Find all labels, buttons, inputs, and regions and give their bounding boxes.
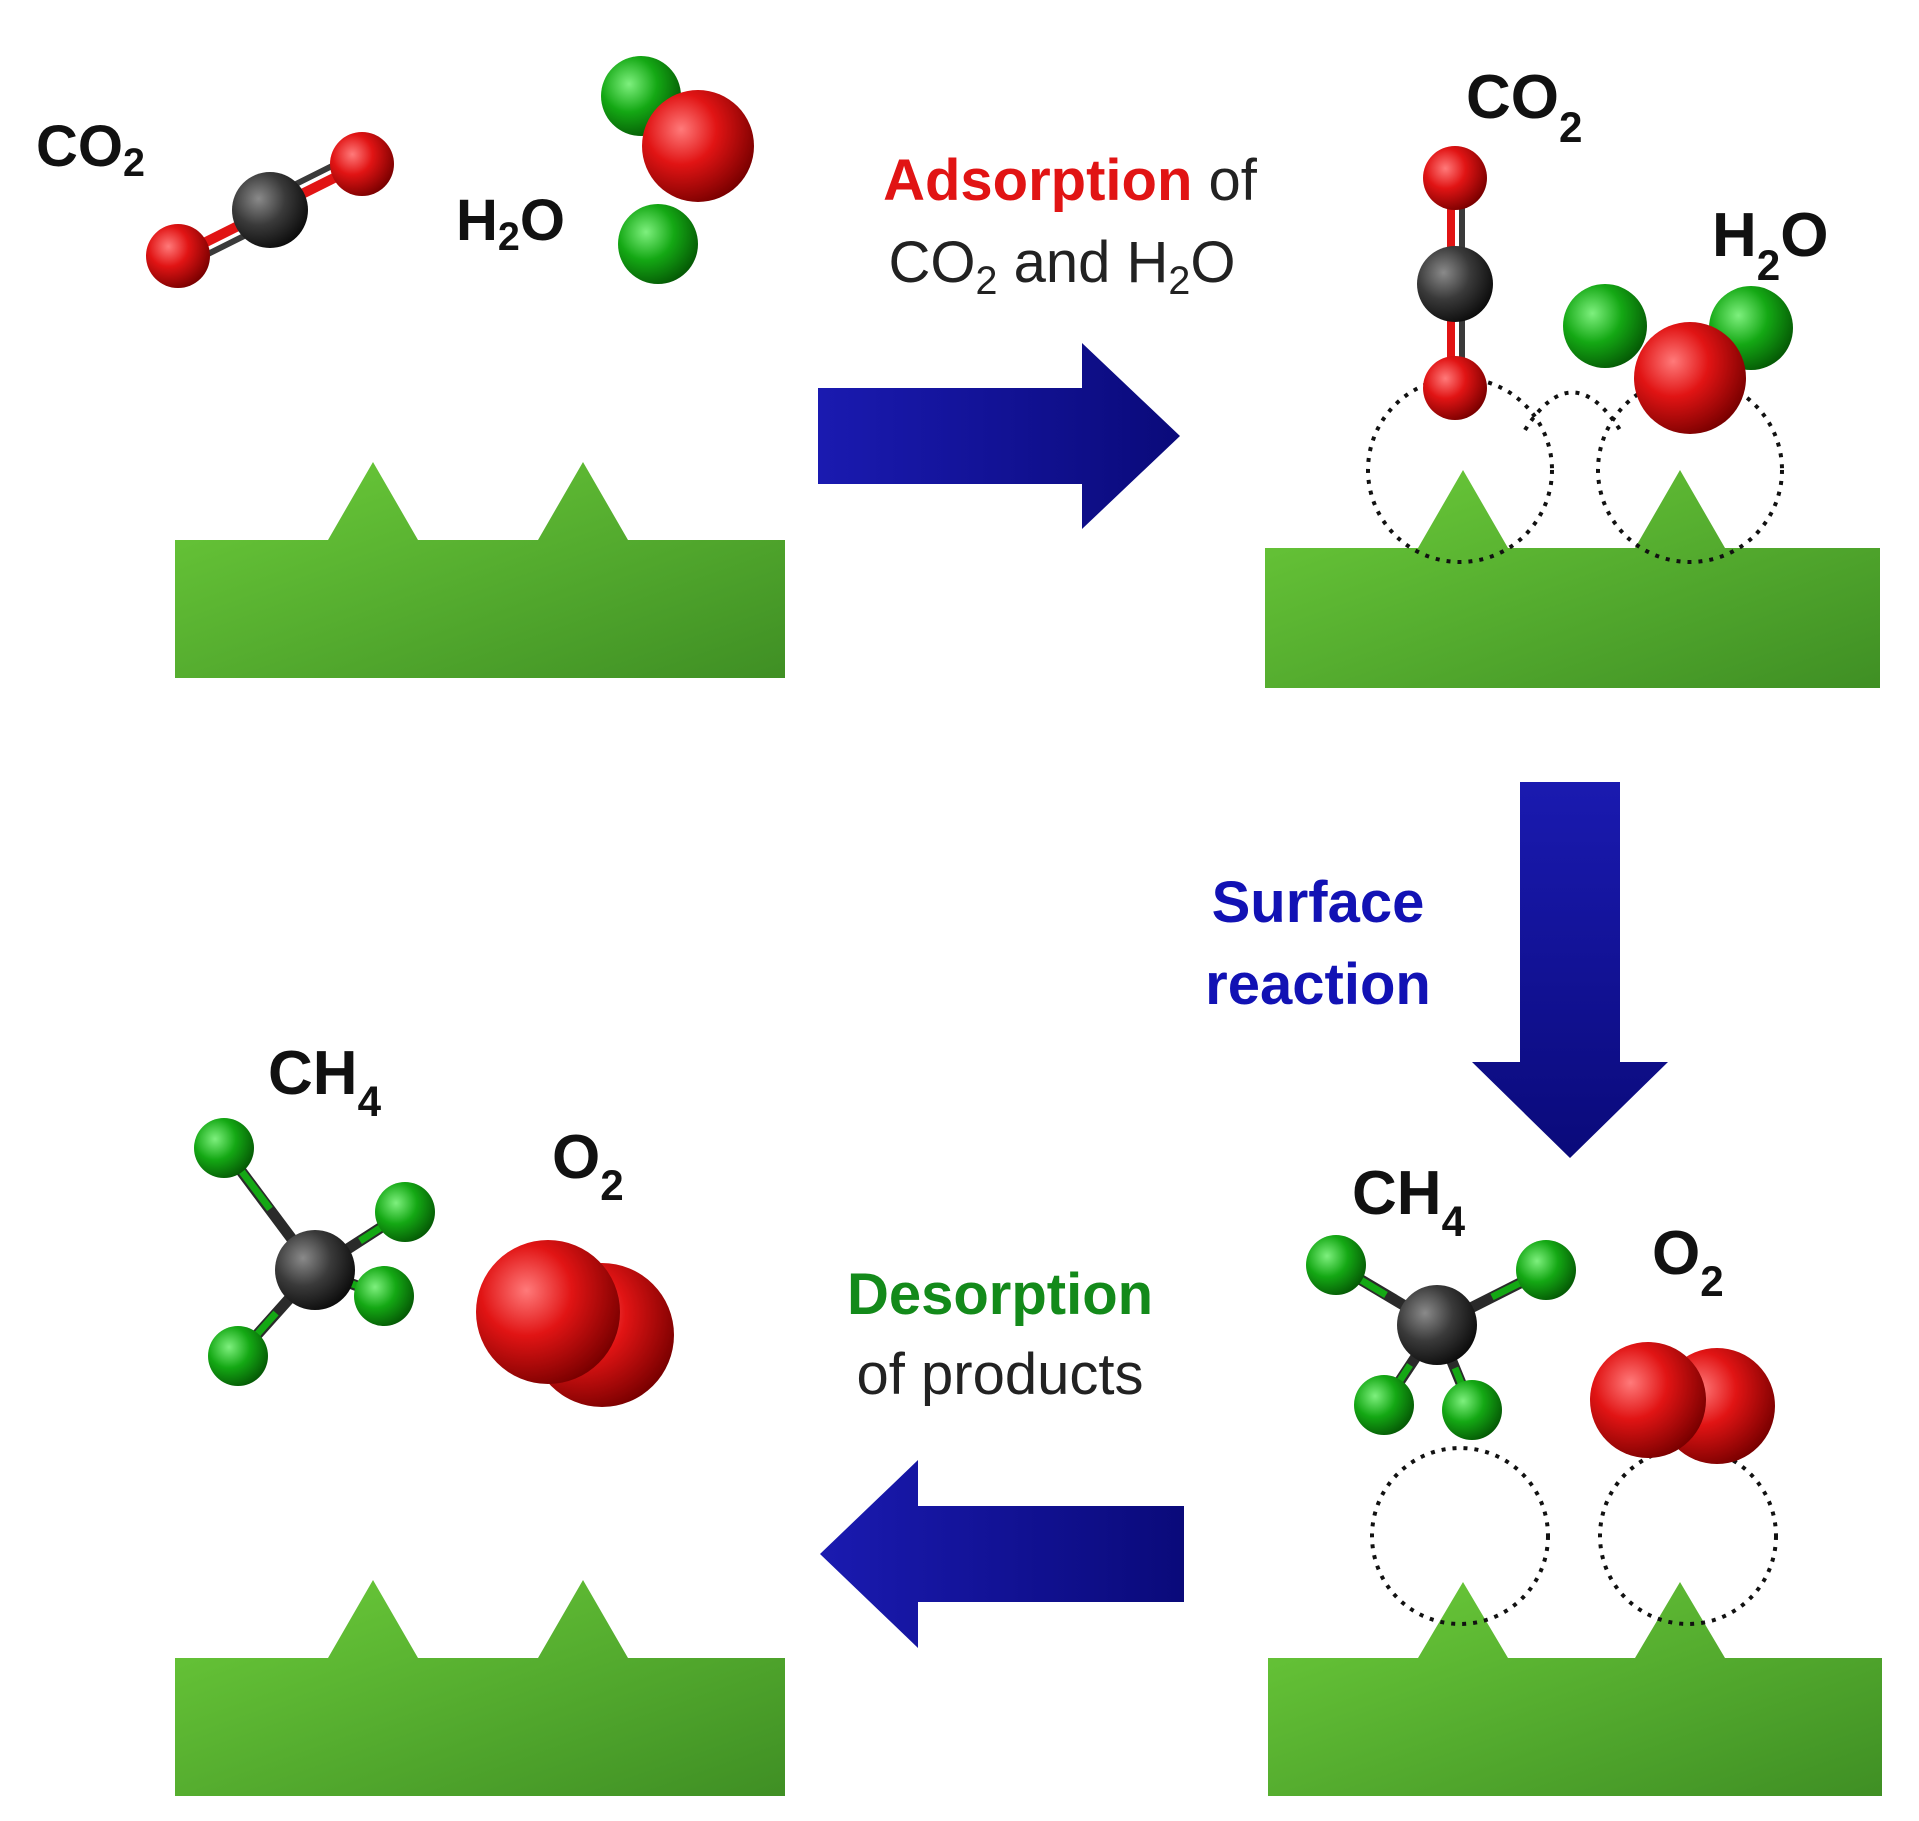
hydrogen-atom (354, 1266, 414, 1326)
ch4-label-bottom-right: CH4 (1352, 1159, 1466, 1245)
carbon-atom (232, 172, 308, 248)
ch4-molecule-bottom-left (194, 1118, 435, 1386)
oxygen-atom (1590, 1342, 1706, 1458)
surface-reaction-caption-line2: reaction (1205, 952, 1431, 1017)
o2-label-bottom-right: O2 (1652, 1219, 1724, 1305)
hydrogen-atom (1354, 1375, 1414, 1435)
oxygen-atom (476, 1240, 620, 1384)
co2-molecule-adsorbed (1417, 146, 1493, 420)
hydrogen-atom (1516, 1240, 1576, 1300)
hydrogen-atom (1306, 1235, 1366, 1295)
h2o-molecule-top-left (601, 56, 754, 284)
adsorption-site-circle (1370, 1446, 1550, 1626)
o2-molecule-bottom-left (476, 1240, 674, 1407)
desorption-arrow (820, 1460, 1184, 1648)
adsorption-site-circle (1598, 1446, 1778, 1626)
o2-molecule-bottom-right (1590, 1342, 1775, 1464)
catalyst-surface-top-left (175, 462, 785, 678)
hydrogen-atom (1563, 284, 1647, 368)
oxygen-atom (330, 132, 394, 196)
o2-label-bottom-left: O2 (552, 1123, 624, 1209)
desorption-caption-line2: of products (857, 1342, 1144, 1407)
adsorption-arrow (818, 343, 1180, 529)
co2-label-top-right: CO2 (1466, 63, 1582, 151)
oxygen-atom (1423, 146, 1487, 210)
oxygen-atom (146, 224, 210, 288)
hydrogen-atom (1442, 1380, 1502, 1440)
hydrogen-atom (375, 1182, 435, 1242)
co2-molecule-top-left (146, 132, 394, 288)
catalyst-surface-top-right (1265, 470, 1880, 688)
ch4-molecule-bottom-right (1306, 1235, 1576, 1440)
carbon-atom (275, 1230, 355, 1310)
desorption-caption-line1: Desorption (847, 1262, 1153, 1327)
h2o-label-top-right: H2O (1712, 201, 1828, 289)
h2o-label-top-left: H2O (456, 188, 565, 259)
surface-reaction-caption-line1: Surface (1212, 870, 1425, 935)
oxygen-atom (642, 90, 754, 202)
carbon-atom (1417, 246, 1493, 322)
catalyst-surface-bottom-right (1268, 1582, 1882, 1796)
oxygen-atom (1423, 356, 1487, 420)
catalyst-surface-bottom-left (175, 1580, 785, 1796)
co2-label-top-left: CO2 (36, 114, 145, 185)
h2o-molecule-adsorbed (1563, 284, 1793, 434)
adsorption-caption-line2: CO2 and H2O (889, 230, 1236, 303)
surface-reaction-arrow (1472, 782, 1668, 1158)
hydrogen-atom (194, 1118, 254, 1178)
oxygen-atom (1634, 322, 1746, 434)
carbon-atom (1397, 1285, 1477, 1365)
adsorption-caption-line1: Adsorption of (883, 148, 1258, 213)
hydrogen-atom (618, 204, 698, 284)
ch4-label-bottom-left: CH4 (268, 1039, 382, 1125)
adsorption-highlight: Adsorption (883, 148, 1192, 213)
hydrogen-atom (208, 1326, 268, 1386)
